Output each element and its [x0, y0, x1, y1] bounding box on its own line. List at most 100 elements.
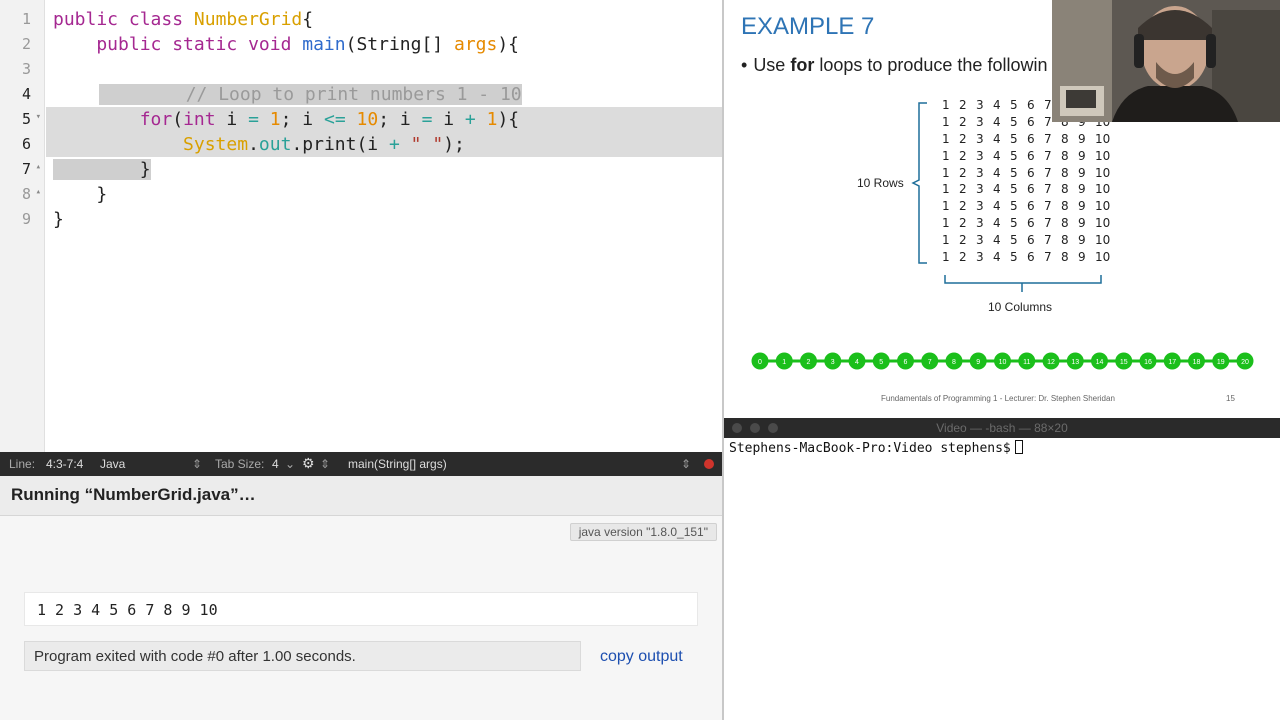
code-line[interactable]: [46, 57, 722, 82]
grid-cell: 9: [1078, 131, 1086, 146]
stop-indicator-icon[interactable]: [704, 459, 714, 469]
symbol-selector[interactable]: main(String[] args): [348, 457, 447, 471]
close-window-icon[interactable]: [732, 423, 742, 433]
grid-cell: 7: [1044, 250, 1052, 265]
grid-cell: 5: [1010, 165, 1018, 180]
timeline-label: 14: [1096, 359, 1104, 366]
copy-output-button[interactable]: copy output: [600, 648, 683, 665]
grid-cell: 4: [993, 216, 1001, 231]
fold-arrow-icon[interactable]: ▴: [35, 162, 41, 172]
grid-cell: 8: [1061, 233, 1069, 248]
timeline-label: 1: [782, 359, 786, 366]
timeline-dot: [1163, 352, 1181, 370]
grid-cell: 5: [1010, 114, 1018, 129]
grid-cell: 2: [959, 98, 967, 112]
grid-cell: 7: [1044, 148, 1052, 163]
terminal-window[interactable]: Video — -bash — 88×20 Stephens-MacBook-P…: [724, 418, 1280, 720]
grid-cell: 10: [1095, 216, 1111, 231]
run-header: Running “NumberGrid.java”…: [0, 476, 722, 516]
timeline-dot: [800, 352, 817, 370]
grid-cell: 6: [1027, 199, 1035, 214]
terminal-titlebar[interactable]: Video — -bash — 88×20: [724, 418, 1280, 438]
grid-cell: 7: [1044, 114, 1052, 129]
code-line[interactable]: public static void main(String[] args){: [53, 34, 520, 55]
grid-cell: 2: [959, 233, 967, 248]
grid-cell: 5: [1010, 98, 1018, 112]
columns-label: 10 Columns: [988, 300, 1053, 314]
grid-cell: 5: [1010, 182, 1018, 197]
timeline-dot: [1236, 352, 1254, 370]
grid-cell: 2: [959, 114, 967, 129]
editor-status-bar: Line: 4:3-7:4 Java ⇕ Tab Size: 4 ⌄ ⚙ ⇕ m…: [0, 452, 722, 476]
pane-divider[interactable]: [722, 0, 724, 720]
code-line[interactable]: public class NumberGrid{: [53, 9, 314, 30]
code-editor[interactable]: 1 2 3 4 5▾ 6 7▴ 8▴ 9 public class Number…: [0, 0, 722, 452]
grid-cell: 7: [1044, 199, 1052, 214]
chevron-down-icon[interactable]: ⌄: [285, 457, 296, 471]
code-line-selected[interactable]: }: [46, 157, 722, 182]
grid-cell: 5: [1010, 216, 1018, 231]
code-line-selected[interactable]: System.out.print(i + " ");: [46, 132, 722, 157]
updown-chevron-icon[interactable]: ⇕: [320, 457, 331, 471]
grid-cell: 4: [993, 131, 1001, 146]
minimize-window-icon[interactable]: [750, 423, 760, 433]
grid-cell: 3: [976, 199, 984, 214]
timeline-dot: [775, 352, 793, 370]
grid-cell: 5: [1010, 131, 1018, 146]
line-number: 8▴: [21, 185, 41, 203]
language-selector[interactable]: Java: [100, 457, 126, 471]
grid-cell: 8: [1061, 199, 1069, 214]
fold-arrow-icon[interactable]: ▴: [35, 187, 41, 197]
tab-size-selector[interactable]: 4: [272, 457, 279, 471]
grid-cell: 5: [1010, 250, 1018, 265]
gear-icon[interactable]: ⚙: [302, 455, 315, 471]
grid-cell: 4: [993, 199, 1001, 214]
grid-cell: 8: [1061, 131, 1069, 146]
fold-arrow-icon[interactable]: ▾: [35, 112, 41, 122]
grid-cell: 1: [942, 165, 950, 180]
timeline-dot: [824, 352, 842, 370]
exit-status: Program exited with code #0 after 1.00 s…: [24, 641, 581, 671]
grid-cell: 1: [942, 131, 950, 146]
line-position[interactable]: 4:3-7:4: [46, 457, 84, 471]
code-line[interactable]: }: [53, 209, 64, 230]
grid-cell: 1: [942, 114, 950, 129]
grid-cell: 3: [976, 182, 984, 197]
grid-cell: 2: [959, 131, 967, 146]
updown-chevron-icon[interactable]: ⇕: [681, 457, 692, 471]
grid-cell: 1: [942, 148, 950, 163]
grid-cell: 6: [1027, 131, 1035, 146]
grid-cell: 10: [1095, 182, 1111, 197]
grid-cell: 2: [959, 199, 967, 214]
grid-cell: 8: [1061, 165, 1069, 180]
timeline-label: 13: [1071, 359, 1079, 366]
grid-cell: 4: [993, 182, 1001, 197]
grid-cell: 9: [1078, 165, 1086, 180]
grid-cell: 7: [1044, 233, 1052, 248]
tab-size-label: Tab Size:: [215, 457, 265, 471]
grid-cell: 4: [993, 148, 1001, 163]
grid-cell: 7: [1044, 165, 1052, 180]
timeline-label: 5: [879, 359, 883, 366]
line-number: 9: [21, 210, 31, 228]
code-line-selected[interactable]: // Loop to print numbers 1 - 10: [99, 84, 522, 105]
grid-cell: 2: [959, 182, 967, 197]
zoom-window-icon[interactable]: [768, 423, 778, 433]
webcam-video: [1052, 0, 1280, 122]
timeline-label: 19: [1217, 359, 1225, 366]
line-label: Line:: [9, 457, 36, 471]
grid-braces: [911, 102, 1102, 292]
code-line-selected[interactable]: for(int i = 1; i <= 10; i = i + 1){: [46, 107, 722, 132]
line-number: 2: [21, 35, 31, 53]
grid-cell: 6: [1027, 216, 1035, 231]
code-area[interactable]: public class NumberGrid{ public static v…: [46, 0, 722, 452]
updown-chevron-icon[interactable]: ⇕: [192, 457, 203, 471]
code-line[interactable]: }: [53, 184, 108, 205]
terminal-prompt[interactable]: Stephens-MacBook-Pro:Video stephens$: [729, 440, 1023, 456]
terminal-title: Video — -bash — 88×20: [936, 421, 1068, 435]
slide-bullet: •Use for loops to produce the followin: [741, 55, 1048, 75]
